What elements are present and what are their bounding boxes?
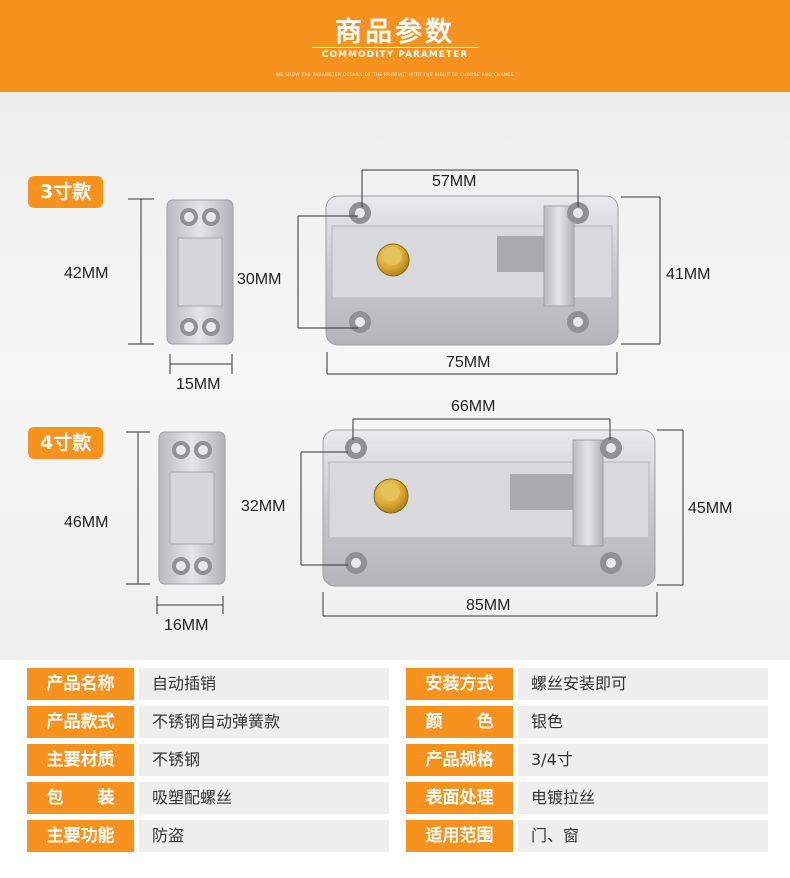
spec-value: 门、窗: [518, 820, 768, 852]
dimension-lines-4-inch: [126, 418, 684, 617]
header-small-text: WE SHOW THE PARAMETER DETAILS OF THE PRO…: [275, 72, 515, 77]
hole-spacing-label: 32MM: [241, 498, 286, 515]
spec-value: 电镀拉丝: [518, 782, 768, 814]
top-spacing-label: 66MM: [451, 398, 496, 415]
plate-height-label: 45MM: [688, 500, 733, 517]
keeper-height-label: 42MM: [64, 265, 109, 282]
spec-label: 安装方式: [406, 668, 513, 700]
hole-spacing-label: 30MM: [237, 271, 282, 288]
page-title: 商品参数: [335, 17, 455, 48]
spec-value: 吸塑配螺丝: [139, 782, 389, 814]
spec-label: 产品规格: [406, 744, 513, 776]
spec-label: 主要功能: [27, 820, 134, 852]
top-spacing-label: 57MM: [432, 173, 477, 190]
spec-label: 产品款式: [27, 706, 134, 738]
spec-label: 包 装: [27, 782, 134, 814]
spec-label: 产品名称: [27, 668, 134, 700]
spec-value: 银色: [518, 706, 768, 738]
plate-length-label: 85MM: [466, 597, 511, 614]
spec-value: 不锈钢: [139, 744, 389, 776]
spec-value: 防盗: [139, 820, 389, 852]
bolt-plate-3-inch: [325, 195, 619, 346]
spec-row: 表面处理 电镀拉丝: [406, 782, 768, 814]
dimension-lines-3-inch: [128, 169, 661, 375]
spec-value: 螺丝安装即可: [518, 668, 768, 700]
spec-row: 主要功能 防盗: [27, 820, 389, 852]
spec-row: 包 装 吸塑配螺丝: [27, 782, 389, 814]
spec-row: 适用范围 门、窗: [406, 820, 768, 852]
keeper-height-label: 46MM: [64, 514, 109, 531]
keeper-width-label: 15MM: [176, 376, 221, 393]
page-subtitle: COMMODITY PARAMETER: [321, 50, 469, 60]
product-illustration: [126, 169, 684, 617]
spec-label: 表面处理: [406, 782, 513, 814]
spec-row: 产品款式 不锈钢自动弹簧款: [27, 706, 389, 738]
spec-row: 产品名称 自动插销: [27, 668, 389, 700]
spec-value: 3/4寸: [518, 744, 768, 776]
title-divider: [312, 47, 478, 48]
spec-row: 主要材质 不锈钢: [27, 744, 389, 776]
spec-label: 主要材质: [27, 744, 134, 776]
spec-label: 适用范围: [406, 820, 513, 852]
plate-height-label: 41MM: [666, 266, 711, 283]
model-badge-4-inch: 4寸款: [28, 427, 104, 459]
keeper-3-inch: [166, 199, 234, 345]
bolt-plate-4-inch: [322, 429, 656, 587]
spec-label: 颜 色: [406, 706, 513, 738]
spec-value: 自动插销: [139, 668, 389, 700]
spec-row: 产品规格 3/4寸: [406, 744, 768, 776]
spec-value: 不锈钢自动弹簧款: [139, 706, 389, 738]
keeper-width-label: 16MM: [164, 617, 209, 634]
spec-table: 产品名称 自动插销 产品款式 不锈钢自动弹簧款 主要材质 不锈钢 包 装 吸塑配…: [0, 660, 790, 878]
spec-row: 颜 色 银色: [406, 706, 768, 738]
plate-length-label: 75MM: [446, 354, 491, 371]
spec-row: 安装方式 螺丝安装即可: [406, 668, 768, 700]
model-badge-3-inch: 3寸款: [28, 176, 104, 208]
header-banner: 商品参数 COMMODITY PARAMETER WE SHOW THE PAR…: [0, 0, 790, 92]
keeper-4-inch: [158, 431, 226, 585]
